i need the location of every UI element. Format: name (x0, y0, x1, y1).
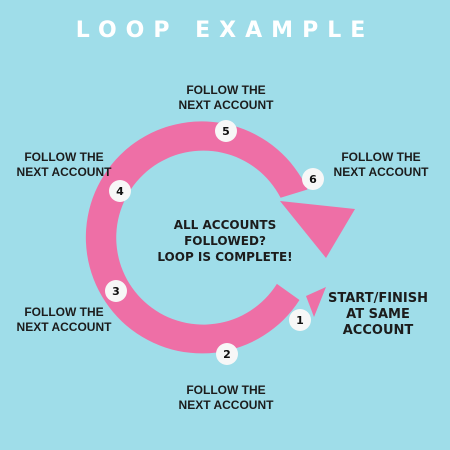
step-marker-6: 6 (302, 168, 324, 190)
step-number-3: 3 (112, 285, 120, 298)
step-label-4-line1: FOLLOW THE (24, 150, 104, 164)
step-label-6-line1: FOLLOW THE (341, 150, 421, 164)
center-line3: LOOP IS COMPLETE! (157, 250, 293, 264)
step-marker-1: 1 (289, 309, 311, 331)
step-label-6: FOLLOW THE NEXT ACCOUNT (323, 150, 439, 180)
step-label-6-line2: NEXT ACCOUNT (333, 165, 429, 179)
step-label-4: FOLLOW THE NEXT ACCOUNT (6, 150, 122, 180)
step-label-4-line2: NEXT ACCOUNT (16, 165, 112, 179)
step-label-5-line1: FOLLOW THE (186, 83, 266, 97)
start-pointer (306, 287, 326, 317)
step-label-3: FOLLOW THE NEXT ACCOUNT (6, 305, 122, 335)
center-label: ALL ACCOUNTS FOLLOWED? LOOP IS COMPLETE! (145, 217, 305, 265)
start-finish-label: START/FINISH AT SAME ACCOUNT (328, 291, 428, 339)
step-label-3-line1: FOLLOW THE (24, 305, 104, 319)
start-finish-line3: ACCOUNT (342, 323, 414, 338)
step-label-2: FOLLOW THE NEXT ACCOUNT (168, 383, 284, 413)
loop-arrowhead (280, 201, 355, 258)
step-number-6: 6 (309, 173, 317, 186)
step-marker-3: 3 (105, 280, 127, 302)
step-label-5: FOLLOW THE NEXT ACCOUNT (168, 83, 284, 113)
step-label-2-line1: FOLLOW THE (186, 383, 266, 397)
step-number-2: 2 (223, 348, 231, 361)
step-marker-4: 4 (109, 180, 131, 202)
step-label-2-line2: NEXT ACCOUNT (178, 398, 274, 412)
step-number-1: 1 (296, 314, 304, 327)
start-finish-line1: START/FINISH (328, 291, 429, 306)
step-number-5: 5 (222, 125, 230, 138)
step-label-3-line2: NEXT ACCOUNT (16, 320, 112, 334)
center-line1: ALL ACCOUNTS (173, 218, 277, 232)
step-label-5-line2: NEXT ACCOUNT (178, 98, 274, 112)
start-finish-line2: AT SAME (346, 307, 410, 322)
page-title: LOOP EXAMPLE (75, 18, 375, 43)
step-number-4: 4 (116, 185, 124, 198)
step-marker-5: 5 (215, 120, 237, 142)
step-marker-2: 2 (216, 343, 238, 365)
center-line2: FOLLOWED? (184, 234, 266, 248)
